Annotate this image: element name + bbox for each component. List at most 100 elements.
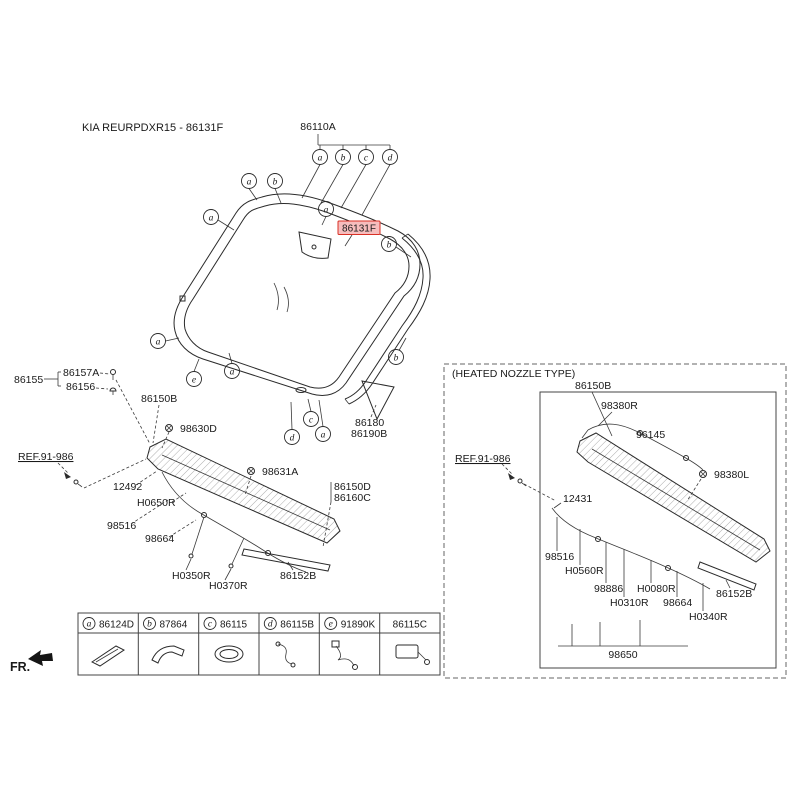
callout-e: e	[186, 371, 202, 387]
part-label-H0370R: H0370R	[209, 580, 248, 592]
part-label-86150B: 86150B	[141, 393, 177, 405]
part-label-98630D: 98630D	[180, 423, 217, 435]
highlight-box[interactable]	[337, 220, 381, 235]
callout-a: a	[150, 333, 166, 349]
svg-text:b: b	[387, 241, 392, 251]
fr-direction-marker: FR.	[10, 650, 53, 674]
svg-text:b: b	[341, 154, 346, 164]
part-label-86160C: 86160C	[334, 492, 371, 504]
wire-clip-icon-heated	[517, 478, 527, 487]
legend-code-86115B: 86115B	[280, 620, 314, 631]
screw-icon-98380L	[699, 470, 707, 478]
washer-nozzle	[228, 563, 234, 569]
windshield-outer-outline	[173, 193, 421, 397]
svg-text:d: d	[388, 154, 393, 164]
part-label-86157A: 86157A	[63, 367, 99, 379]
legend-header-c: c 86115	[203, 617, 248, 631]
mirror-mount-pad	[298, 231, 332, 259]
corner-molding-triangle	[361, 380, 395, 421]
part-label-98380L: 98380L	[714, 469, 749, 481]
part-label-86152B: 86152B	[280, 570, 316, 582]
legend-part-icon-91890K	[331, 640, 358, 670]
part-label-86155: 86155	[14, 374, 43, 386]
ref-link-91-986[interactable]: REF.91-986	[18, 451, 74, 463]
ref-arrowhead	[64, 472, 71, 479]
part-label-98886: 98886	[594, 583, 623, 595]
svg-text:a: a	[156, 338, 161, 348]
legend-header-d: d 86115B	[263, 617, 314, 631]
legend-code-86115C: 86115C	[393, 620, 427, 631]
svg-text:a: a	[247, 178, 252, 188]
wiper-marks	[273, 282, 289, 313]
legend-part-icon-86115	[214, 645, 244, 663]
part-label-86156: 86156	[66, 381, 95, 393]
ref-link-91-986-heated[interactable]: REF.91-986	[455, 453, 511, 465]
part-label-86180: 86180	[355, 417, 384, 429]
legend-part-icon-87864	[151, 645, 185, 664]
ref-arrowhead-heated	[508, 473, 515, 480]
part-label-86150B-heated: 86150B	[575, 380, 611, 392]
part-label-98380R: 98380R	[601, 400, 638, 412]
washer-nozzle	[188, 553, 194, 559]
part-label-86152B-heated: 86152B	[716, 588, 752, 600]
legend-part-icon-86115C	[395, 644, 430, 665]
washer-hose	[161, 471, 307, 573]
legend-code-91890K: 91890K	[341, 620, 376, 631]
cowl-grille	[146, 438, 341, 544]
heated-box-title: (HEATED NOZZLE TYPE)	[452, 368, 575, 380]
legend-part-icon-86124D	[91, 645, 125, 667]
heated-hose-upper	[581, 423, 704, 471]
catalog-code: KIA REURPDXR15 - 86131F	[82, 122, 224, 134]
svg-text:c: c	[364, 154, 369, 164]
callout-a: a	[315, 426, 331, 442]
part-label-98631A: 98631A	[262, 466, 298, 478]
svg-text:a: a	[318, 154, 323, 164]
part-label-98516-heated: 98516	[545, 551, 574, 563]
legend-part-icon-86115B	[275, 641, 296, 668]
part-label-86190B: 86190B	[351, 428, 387, 440]
bracket-86155	[44, 371, 61, 387]
part-label-86131F[interactable]: 86131F	[342, 224, 376, 235]
part-label-H0310R: H0310R	[610, 597, 649, 609]
svg-text:b: b	[394, 354, 399, 364]
legend-code-87864: 87864	[160, 620, 188, 631]
part-label-H0340R: H0340R	[689, 611, 728, 623]
callout-d: d	[382, 149, 398, 165]
part-label-86150D: 86150D	[334, 481, 371, 493]
screw-icon-98630D	[165, 424, 173, 432]
svg-text:a: a	[321, 431, 326, 441]
svg-text:a: a	[209, 214, 214, 224]
svg-text:b: b	[273, 178, 278, 188]
cowl-grille-heated	[576, 432, 771, 563]
callout-a: a	[224, 363, 240, 379]
legend-header-a: a 86124D	[82, 617, 134, 631]
part-label-H0080R: H0080R	[637, 583, 676, 595]
callout-d: d	[284, 429, 300, 445]
svg-text:d: d	[290, 434, 295, 444]
callout-a: a	[203, 209, 219, 225]
callout-b: b	[388, 349, 404, 365]
clip-icons	[109, 369, 117, 395]
part-label-H0650R: H0650R	[137, 497, 176, 509]
legend-header-e: e 91890K	[324, 617, 376, 631]
svg-text:c: c	[208, 620, 213, 630]
part-label-98650: 98650	[608, 649, 637, 661]
svg-text:a: a	[230, 368, 235, 378]
highlighted-part-86131F[interactable]: 86131F	[337, 220, 381, 235]
callout-c: c	[303, 411, 319, 427]
thin-leader-lines-left	[185, 482, 332, 581]
legend-code-86124D: 86124D	[99, 620, 134, 631]
legend-header-b: b 87864	[143, 617, 188, 631]
svg-text:a: a	[87, 620, 92, 630]
svg-text:e: e	[192, 376, 196, 386]
legend-header-86115C: 86115C	[393, 620, 427, 631]
part-label-H0350R: H0350R	[172, 570, 211, 582]
callout-a: a	[241, 173, 257, 189]
callout-b: b	[267, 173, 283, 189]
side-molding-strip	[344, 233, 431, 405]
wire-clip-icon	[73, 479, 83, 488]
leader-lines-heated	[553, 391, 731, 647]
part-label-98664-heated: 98664	[663, 597, 692, 609]
svg-text:c: c	[309, 416, 314, 426]
